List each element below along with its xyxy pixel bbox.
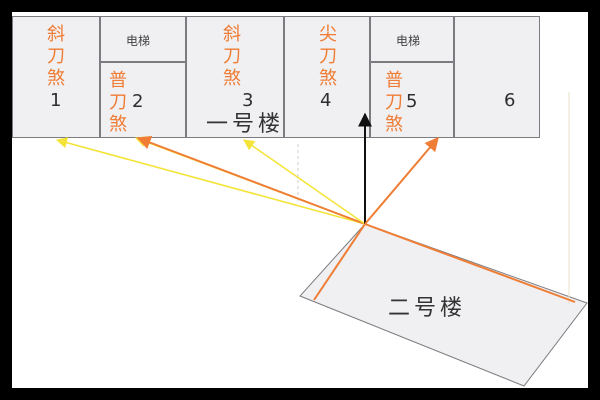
- unit-5-number: 5: [406, 91, 418, 112]
- facade-line-short: [313, 223, 366, 301]
- unit-3-sha-label: 斜刀煞: [223, 24, 241, 89]
- unit-6-cell: [454, 16, 540, 138]
- elevator-1-label: 电梯: [126, 34, 151, 48]
- unit-2-number: 2: [132, 91, 144, 112]
- elevator-2-cell: [370, 16, 454, 62]
- elevator-2-label: 电梯: [396, 34, 421, 48]
- unit-4-sha-label: 尖刀煞: [319, 24, 337, 89]
- building-2-label: 二号楼: [388, 296, 467, 321]
- unit-4-cell: [284, 16, 370, 138]
- building-2-shape: [299, 223, 588, 387]
- arrow-to-unit-1: [55, 137, 366, 225]
- building-1-label: 一号楼: [206, 112, 285, 137]
- unit-3-number: 3: [242, 90, 254, 111]
- unit-1-sha-label: 斜刀煞: [47, 24, 65, 89]
- unit-3-cell: [186, 16, 284, 138]
- unit-5-cell: [370, 62, 454, 138]
- unit-2-sha-label: 普刀煞: [109, 70, 127, 135]
- arrow-to-unit-2-orange: [136, 135, 366, 225]
- diagram-canvas: 斜刀煞 1 电梯 普刀煞 2 斜刀煞 3 一号楼 尖刀煞 4 电梯 普刀煞 5 …: [12, 12, 588, 388]
- arrows-layer: [55, 92, 588, 387]
- elevator-1-cell: [100, 16, 186, 62]
- unit-1-cell: [12, 16, 100, 138]
- unit-6-number: 6: [504, 90, 516, 111]
- unit-5-sha-label: 普刀煞: [385, 70, 403, 135]
- arrow-to-unit-5: [364, 136, 439, 225]
- unit-1-number: 1: [50, 90, 62, 111]
- facade-line-long: [364, 223, 576, 303]
- arrow-to-unit-3: [243, 139, 366, 225]
- unit-4-number: 4: [320, 90, 332, 111]
